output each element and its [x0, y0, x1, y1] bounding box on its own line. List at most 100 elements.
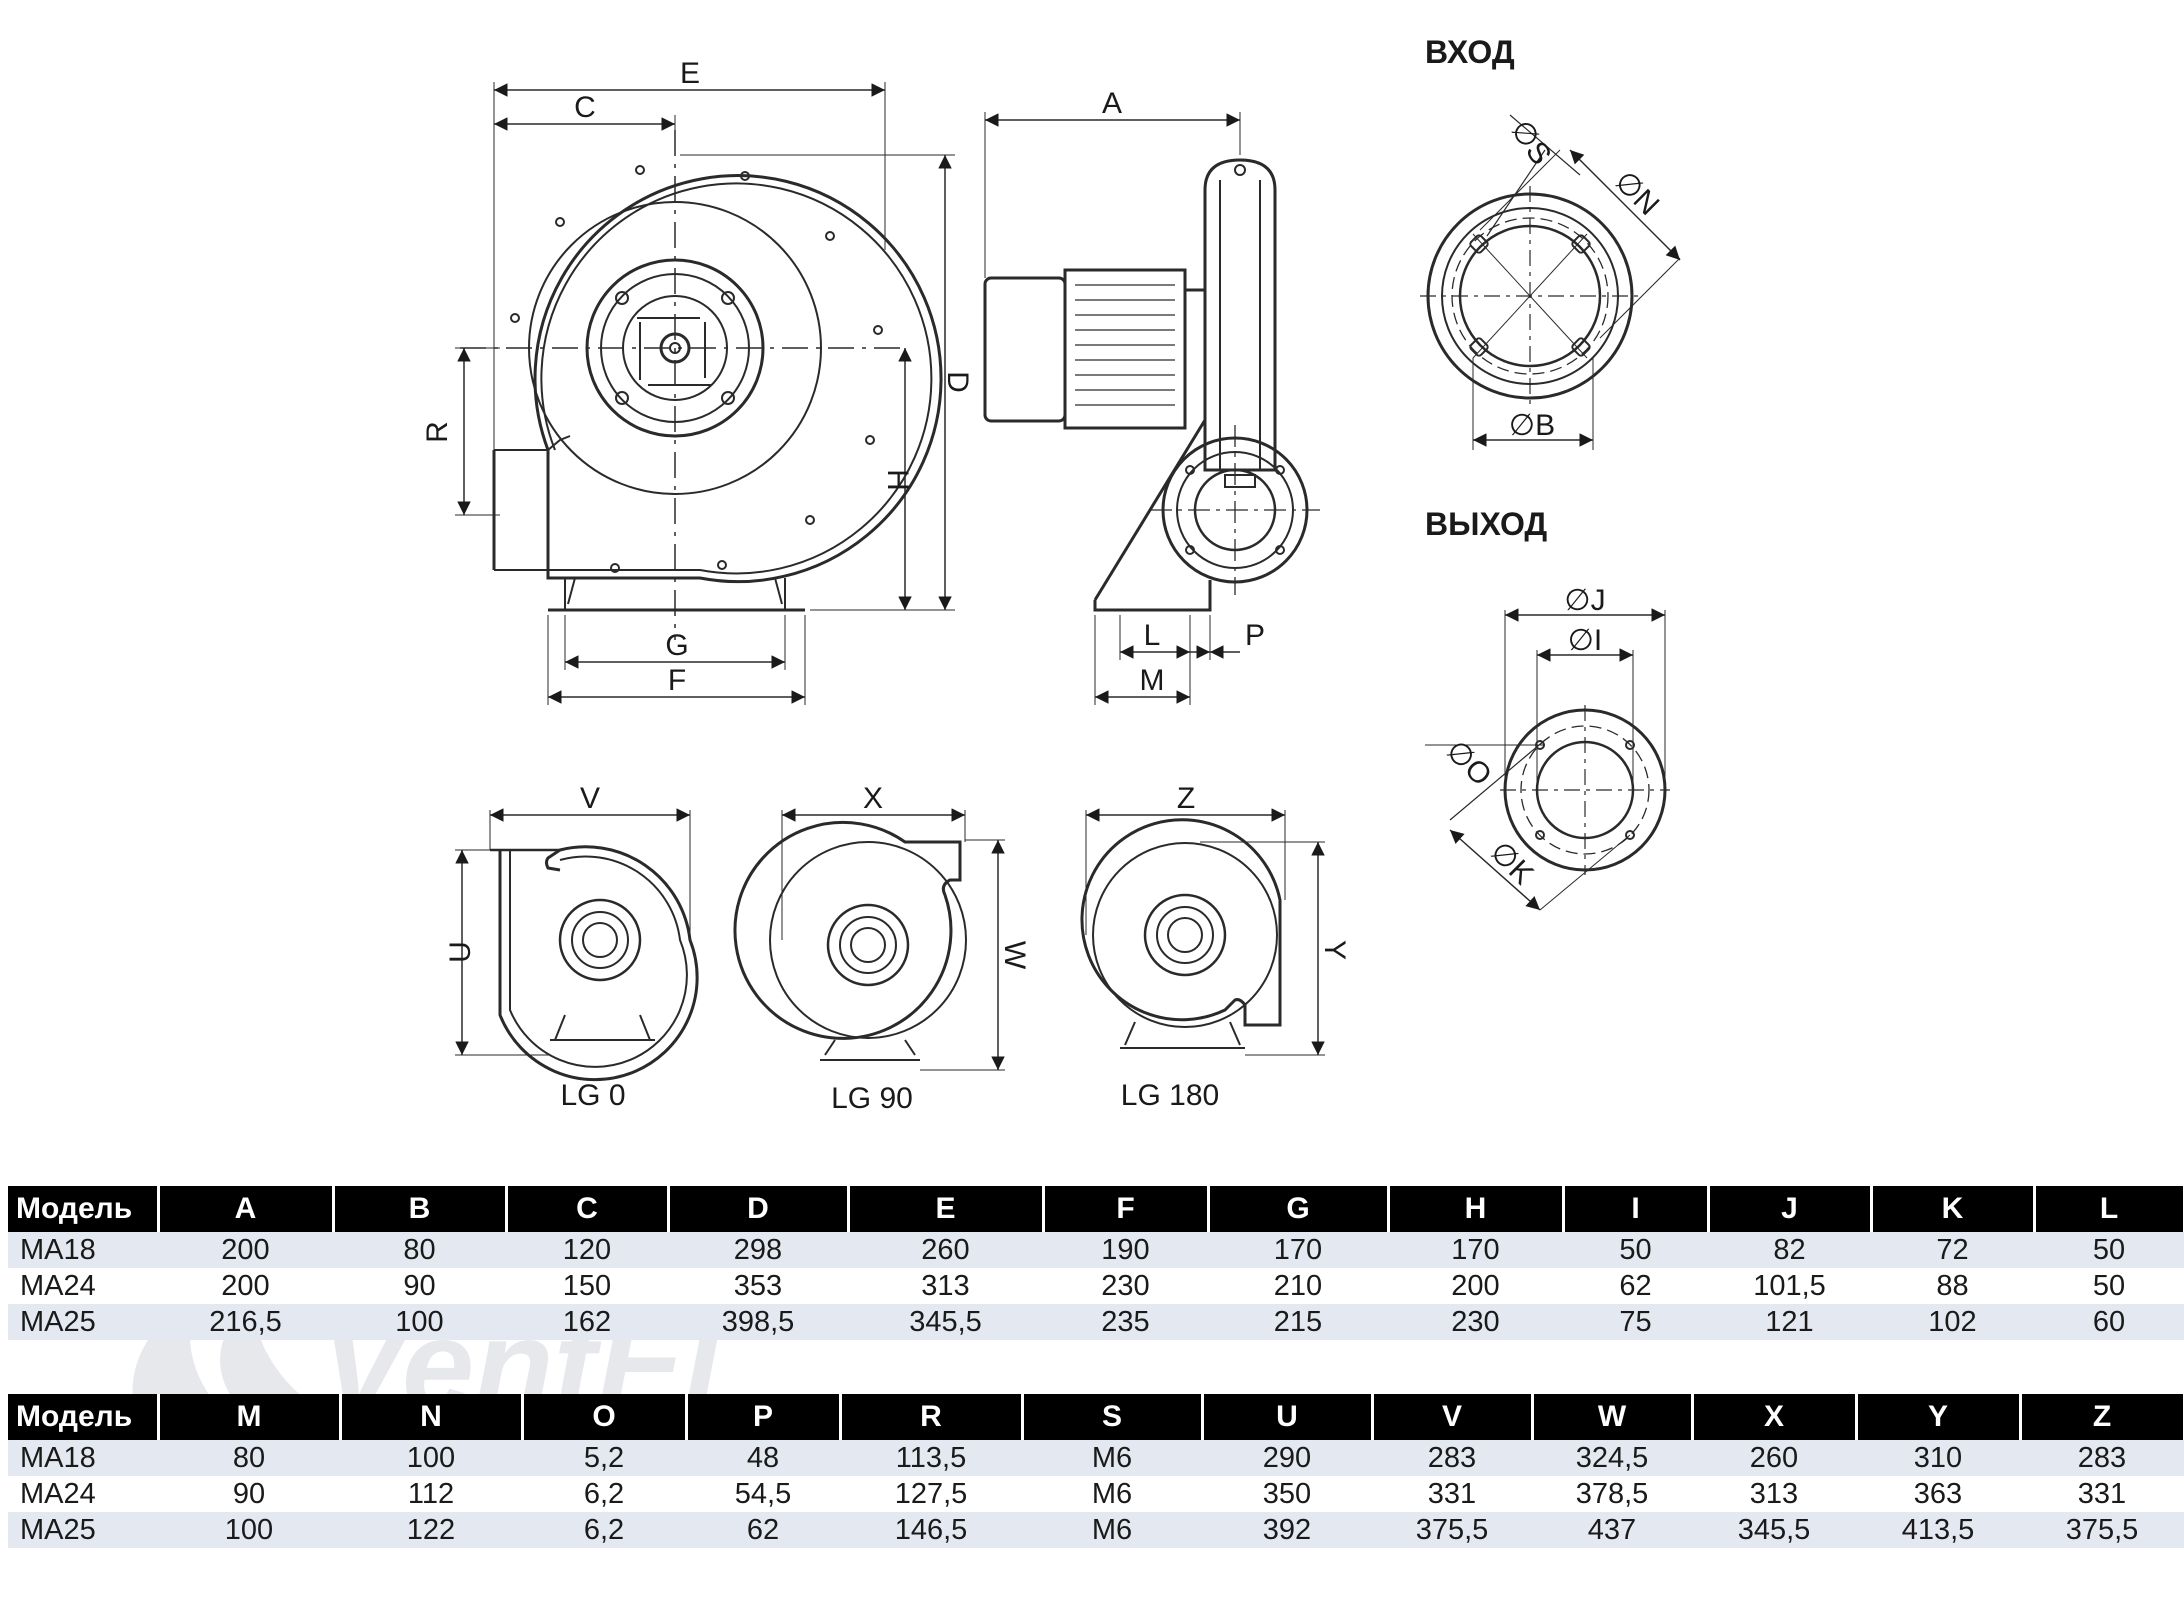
table-cell: 60: [2034, 1304, 2184, 1340]
table-cell: 127,5: [840, 1476, 1022, 1512]
model-cell: MA18: [8, 1232, 158, 1268]
table-header-row: Модель M N O P R S U V W X Y Z: [8, 1394, 2184, 1440]
header-cell: D: [668, 1186, 850, 1232]
dim-label-h: H: [881, 469, 914, 491]
table-cell: 90: [333, 1268, 506, 1304]
header-cell: H: [1388, 1186, 1565, 1232]
table-cell: 50: [2034, 1268, 2184, 1304]
table-cell: 310: [1856, 1440, 2020, 1476]
inlet-title: ВХОД: [1425, 34, 1515, 70]
header-cell: O: [522, 1394, 688, 1440]
table-cell: 100: [333, 1304, 506, 1340]
table-row: MA24 90 112 6,2 54,5 127,5 M6 350 331 37…: [8, 1476, 2184, 1512]
table-cell: 324,5: [1532, 1440, 1692, 1476]
header-cell: Z: [2020, 1394, 2184, 1440]
table-cell: 378,5: [1532, 1476, 1692, 1512]
model-cell: MA25: [8, 1512, 158, 1548]
table-header-row: Модель A B C D E F G H I J K L: [8, 1186, 2184, 1232]
table-cell: 6,2: [522, 1512, 686, 1548]
header-cell: B: [333, 1186, 508, 1232]
dim-label-s: ∅S: [1504, 114, 1558, 171]
dim-label-n: ∅N: [1608, 165, 1665, 222]
dim-label-x: X: [863, 782, 883, 815]
dim-label-g: G: [665, 629, 688, 662]
table-cell: 6,2: [522, 1476, 686, 1512]
lg-0-view: [455, 808, 699, 1082]
side-view: [983, 112, 1320, 705]
header-cell: G: [1208, 1186, 1390, 1232]
dim-label-p: P: [1245, 619, 1265, 652]
dim-label-u: U: [444, 941, 477, 963]
table-cell: 162: [506, 1304, 668, 1340]
table-cell: 313: [1692, 1476, 1856, 1512]
dim-label-w: W: [998, 941, 1031, 970]
table-cell: 215: [1208, 1304, 1388, 1340]
table-cell: 190: [1043, 1232, 1208, 1268]
table-cell: 283: [1372, 1440, 1532, 1476]
header-cell: L: [2034, 1186, 2184, 1232]
model-cell: MA24: [8, 1476, 158, 1512]
table-row: MA25 100 122 6,2 62 146,5 M6 392 375,5 4…: [8, 1512, 2184, 1548]
table-cell: 200: [158, 1268, 333, 1304]
table-cell: 298: [668, 1232, 848, 1268]
table-row: MA25 216,5 100 162 398,5 345,5 235 215 2…: [8, 1304, 2184, 1340]
table-cell: 82: [1708, 1232, 1871, 1268]
table-cell: 54,5: [686, 1476, 840, 1512]
table-cell: 120: [506, 1232, 668, 1268]
header-cell: V: [1372, 1394, 1534, 1440]
table-cell: 90: [158, 1476, 340, 1512]
table-cell: 75: [1563, 1304, 1708, 1340]
header-cell: R: [840, 1394, 1024, 1440]
table-cell: 62: [686, 1512, 840, 1548]
table-cell: 210: [1208, 1268, 1388, 1304]
header-cell: Модель: [8, 1394, 160, 1440]
table-cell: 260: [848, 1232, 1043, 1268]
table-cell: 375,5: [2020, 1512, 2184, 1548]
dim-label-d: D: [941, 371, 974, 393]
header-cell: Модель: [8, 1186, 160, 1232]
table-cell: 50: [2034, 1232, 2184, 1268]
lg-90-view: [733, 808, 1005, 1071]
dim-label-e: E: [680, 57, 700, 90]
table-cell: 230: [1388, 1304, 1563, 1340]
table-cell: 345,5: [848, 1304, 1043, 1340]
table-cell: 353: [668, 1268, 848, 1304]
dim-label-c: C: [574, 91, 596, 124]
header-cell: E: [848, 1186, 1045, 1232]
table-cell: 88: [1871, 1268, 2034, 1304]
header-cell: A: [158, 1186, 335, 1232]
orientation-label-lg180: LG 180: [1121, 1079, 1219, 1112]
technical-drawing: E C A D H R G F L M P ВХОД ∅S ∅N ∅B ВЫХО…: [421, 34, 1681, 1115]
header-cell: W: [1532, 1394, 1694, 1440]
table-cell: 80: [158, 1440, 340, 1476]
dim-label-k: ∅K: [1484, 835, 1540, 891]
table-cell: 260: [1692, 1440, 1856, 1476]
table-cell: 200: [158, 1232, 333, 1268]
table-cell: 5,2: [522, 1440, 686, 1476]
outlet-view: [1425, 608, 1670, 911]
table-cell: 363: [1856, 1476, 2020, 1512]
dim-label-i: ∅I: [1568, 624, 1602, 657]
dimensions-table-1: Модель A B C D E F G H I J K L MA18 200 …: [8, 1186, 2184, 1340]
dim-label-a: A: [1102, 87, 1122, 120]
table-cell: 170: [1208, 1232, 1388, 1268]
model-cell: MA18: [8, 1440, 158, 1476]
table-cell: 48: [686, 1440, 840, 1476]
table-cell: 437: [1532, 1512, 1692, 1548]
table-cell: 121: [1708, 1304, 1871, 1340]
header-cell: U: [1202, 1394, 1374, 1440]
dim-label-m: M: [1140, 664, 1165, 697]
table-cell: 101,5: [1708, 1268, 1871, 1304]
table-row: MA24 200 90 150 353 313 230 210 200 62 1…: [8, 1268, 2184, 1304]
outlet-title: ВЫХОД: [1425, 506, 1547, 542]
inlet-view: [1420, 114, 1681, 450]
dimensions-table-2: Модель M N O P R S U V W X Y Z MA18 80 1…: [8, 1394, 2184, 1548]
dim-label-r: R: [421, 421, 454, 443]
table-cell: M6: [1022, 1512, 1202, 1548]
table-cell: 62: [1563, 1268, 1708, 1304]
dim-label-l: L: [1144, 619, 1161, 652]
table-cell: 350: [1202, 1476, 1372, 1512]
dim-label-o: ∅O: [1440, 734, 1498, 792]
table-cell: 113,5: [840, 1440, 1022, 1476]
dim-label-z: Z: [1177, 782, 1195, 815]
